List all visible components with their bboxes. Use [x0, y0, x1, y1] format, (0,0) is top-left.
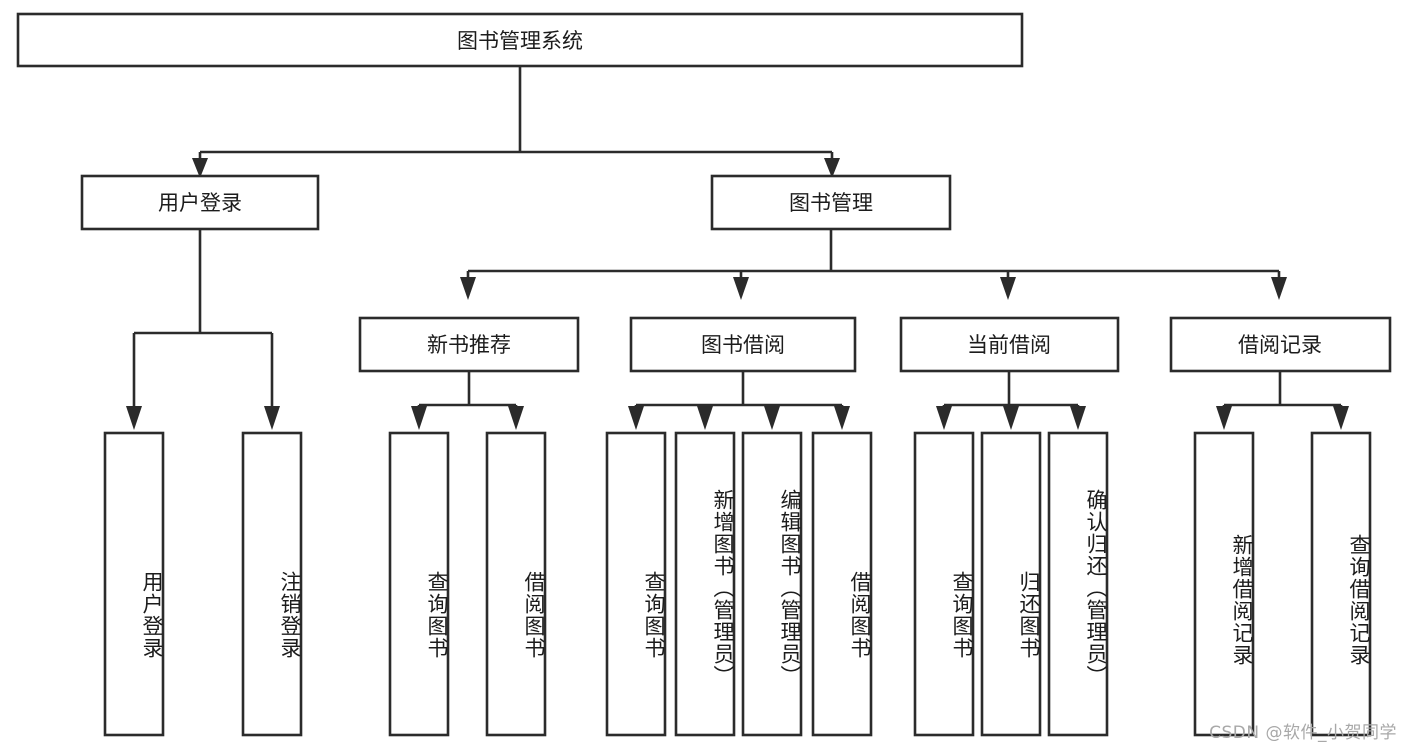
- node-book-management[interactable]: [710, 174, 952, 231]
- arrow-user-login-leaf-1: [126, 406, 142, 430]
- node-new-book-recommend[interactable]: [358, 316, 580, 373]
- arrow-to-borrow-record: [1271, 277, 1287, 300]
- node-current-borrow-label: 当前借阅: [967, 333, 1051, 357]
- arrow-borrow-record-leaf-2: [1333, 406, 1349, 430]
- arrow-current-borrow-leaf-3: [1070, 406, 1086, 430]
- connector-user-login-to-leaves: [132, 229, 274, 412]
- node-leaf-current-borrow-2[interactable]: [980, 431, 1042, 737]
- node-current-borrow[interactable]: [899, 316, 1120, 373]
- node-leaf-current-borrow-1[interactable]: [913, 431, 975, 737]
- node-root-book-management-system[interactable]: [16, 12, 1024, 68]
- node-leaf-new-book-2[interactable]: [485, 431, 547, 737]
- arrow-book-borrow-leaf-4: [834, 406, 850, 430]
- node-new-book-recommend-label: 新书推荐: [427, 333, 511, 357]
- node-user-login-label: 用户登录: [158, 191, 242, 215]
- node-leaf-borrow-record-2[interactable]: [1310, 431, 1372, 737]
- arrow-borrow-record-leaf-1: [1216, 406, 1232, 430]
- arrow-root-to-book-management: [824, 158, 840, 178]
- node-leaf-current-borrow-3[interactable]: [1047, 431, 1109, 737]
- node-borrow-record-label: 借阅记录: [1238, 333, 1322, 357]
- connector-root-to-level2: [198, 66, 834, 163]
- node-borrow-record[interactable]: [1169, 316, 1392, 373]
- node-book-borrow-label: 图书借阅: [701, 333, 785, 357]
- arrow-new-book-leaf-1: [411, 406, 427, 430]
- node-leaf-borrow-record-1[interactable]: [1193, 431, 1255, 737]
- node-root-label: 图书管理系统: [457, 29, 583, 53]
- arrow-new-book-leaf-2: [508, 406, 524, 430]
- node-leaf-user-login-2[interactable]: [241, 431, 303, 737]
- connector-current-borrow-to-leaves: [942, 371, 1080, 412]
- connector-book-borrow-to-leaves: [634, 371, 844, 412]
- node-book-management-label: 图书管理: [789, 191, 873, 215]
- watermark-text: CSDN @软件_小贺同学: [1209, 723, 1397, 743]
- node-leaf-book-borrow-4[interactable]: [811, 431, 873, 737]
- arrow-current-borrow-leaf-2: [1003, 406, 1019, 430]
- node-book-borrow[interactable]: [629, 316, 857, 373]
- arrow-to-book-borrow: [733, 277, 749, 300]
- arrow-current-borrow-leaf-1: [936, 406, 952, 430]
- node-leaf-new-book-1[interactable]: [388, 431, 450, 737]
- node-user-login[interactable]: [80, 174, 320, 231]
- arrow-to-current-borrow: [1000, 277, 1016, 300]
- arrow-root-to-user-login: [192, 158, 208, 178]
- node-leaf-user-login-1[interactable]: [103, 431, 165, 737]
- node-leaf-book-borrow-3[interactable]: [741, 431, 803, 737]
- arrow-book-borrow-leaf-3: [764, 406, 780, 430]
- connector-new-book-recommend-to-leaves: [417, 371, 518, 412]
- connector-borrow-record-to-leaves: [1222, 371, 1343, 412]
- arrow-to-new-book-recommend: [460, 277, 476, 300]
- node-leaf-book-borrow-1[interactable]: [605, 431, 667, 737]
- arrow-book-borrow-leaf-2: [697, 406, 713, 430]
- arrow-book-borrow-leaf-1: [628, 406, 644, 430]
- node-leaf-book-borrow-2[interactable]: [674, 431, 736, 737]
- arrow-user-login-leaf-2: [264, 406, 280, 430]
- connector-book-management-to-level3: [466, 229, 1281, 282]
